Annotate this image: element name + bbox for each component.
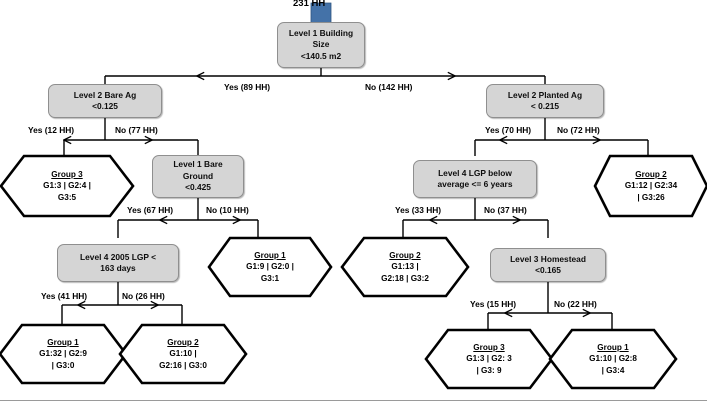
leaf-title: Group 2 <box>167 338 199 348</box>
edge-label-lgp-below-avg-yes: Yes (33 HH) <box>395 205 442 215</box>
node-level4-2005-lgp[interactable]: Level 4 2005 LGP < 163 days <box>57 244 179 282</box>
node-line-1: Level 4 2005 LGP < <box>80 251 156 262</box>
node-line-1: Level 4 LGP below <box>438 167 512 178</box>
bottom-divider <box>0 400 707 401</box>
node-level1-building-size[interactable]: Level 1 Building Size <140.5 m2 <box>277 22 365 68</box>
node-line-1: Level 2 Planted Ag <box>507 89 583 100</box>
edge-root-split <box>104 68 546 84</box>
node-line-3: <140.5 m2 <box>300 50 342 61</box>
leaf-title: Group 1 <box>254 251 286 261</box>
edge-label-root-no: No (142 HH) <box>365 82 413 92</box>
edge-bare-ag-split <box>64 118 199 156</box>
node-level4-lgp-below-average[interactable]: Level 4 LGP below average <= 6 years <box>413 160 537 198</box>
node-line-2: 163 days <box>100 263 136 273</box>
edge-label-planted-ag-no: No (72 HH) <box>557 125 600 135</box>
leaf-values-line-2: G2:18 | G3:2 <box>381 273 429 283</box>
node-line-2: Ground <box>182 170 214 181</box>
edge-label-bare-ground-yes: Yes (67 HH) <box>127 205 174 215</box>
node-level1-bare-ground[interactable]: Level 1 Bare Ground <0.425 <box>152 155 244 198</box>
node-line-3: <0.425 <box>185 182 211 193</box>
leaf-group1-lgp2005-yes[interactable]: Group 1 G1:32 | G2:9 | G3:0 <box>0 325 126 383</box>
node-line-2: <0.165 <box>535 265 561 275</box>
leaf-group2-lgp-below-avg-yes[interactable]: Group 2 G1:13 | G2:18 | G3:2 <box>342 238 468 296</box>
leaf-values-line-1: G1:9 | G2:0 | <box>246 262 294 272</box>
leaf-values-line-2: G3:1 <box>260 273 280 283</box>
leaf-hexagons <box>0 154 707 390</box>
edge-lgp-below-avg-split <box>402 198 549 238</box>
edge-bare-ground-split <box>117 198 259 238</box>
leaf-group3-homestead-yes[interactable]: Group 3 G1:3 | G2: 3 | G3: 9 <box>426 330 552 388</box>
leaf-title: Group 3 <box>51 170 83 180</box>
node-line-2: < 0.215 <box>530 101 560 111</box>
leaf-title: Group 1 <box>47 338 79 348</box>
edge-label-homestead-no: No (22 HH) <box>554 299 597 309</box>
leaf-values-line-1: G1:10 | <box>169 349 197 359</box>
edge-homestead-split <box>487 282 613 330</box>
node-line-1: Level 3 Homestead <box>510 253 586 264</box>
leaf-values-line-1: G1:12 | G2:34 <box>624 181 678 191</box>
leaf-values-line-2: | G3:26 <box>637 192 665 202</box>
leaf-values-line-1: G1:10 | G2:8 <box>589 354 637 364</box>
leaf-values-line-2: G2:16 | G3:0 <box>159 360 207 370</box>
leaf-group2-lgp2005-no[interactable]: Group 2 G1:10 | G2:16 | G3:0 <box>120 325 246 383</box>
edge-label-bare-ag-yes: Yes (12 HH) <box>28 125 75 135</box>
edge-label-lgp-below-avg-no: No (37 HH) <box>484 205 527 215</box>
leaf-values-line-1: G1:13 | <box>391 262 419 272</box>
leaf-group3-bare-ag-yes[interactable]: Group 3 G1:3 | G2:4 | G3:5 <box>1 156 133 216</box>
leaf-title: Group 2 <box>389 251 421 261</box>
leaf-title: Group 3 <box>473 343 505 353</box>
node-line-2: Size <box>312 39 330 50</box>
edge-label-root-yes: Yes (89 HH) <box>224 82 271 92</box>
node-line-2: <0.125 <box>92 101 118 111</box>
leaf-title: Group 1 <box>597 343 629 353</box>
leaf-values-line-2: | G3: 9 <box>476 365 502 375</box>
node-level2-planted-ag[interactable]: Level 2 Planted Ag < 0.215 <box>486 84 604 118</box>
edge-label-bare-ag-no: No (77 HH) <box>115 125 158 135</box>
edge-lgp-2005-split <box>61 282 183 325</box>
node-line-1: Level 2 Bare Ag <box>73 89 137 100</box>
node-line-1: Level 1 Building <box>288 27 354 38</box>
leaf-values-line-2: | G3:4 <box>601 365 625 375</box>
edge-label-lgp2005-no: No (26 HH) <box>122 291 165 301</box>
leaf-values-line-2: | G3:0 <box>51 360 75 370</box>
leaf-group1-bare-ground-no[interactable]: Group 1 G1:9 | G2:0 | G3:1 <box>209 238 331 296</box>
leaf-group1-homestead-no[interactable]: Group 1 G1:10 | G2:8 | G3:4 <box>550 330 676 388</box>
edge-label-homestead-yes: Yes (15 HH) <box>470 299 517 309</box>
leaf-values-line-1: G1:3 | G2: 3 <box>466 354 512 364</box>
leaf-title: Group 2 <box>635 170 667 180</box>
edge-planted-ag-split <box>474 118 649 156</box>
root-household-count: 231 HH <box>293 0 326 9</box>
leaf-group2-planted-ag-no[interactable]: Group 2 G1:12 | G2:34 | G3:26 <box>595 156 707 216</box>
edge-label-lgp2005-yes: Yes (41 HH) <box>41 291 88 301</box>
leaf-values-line-2: G3:5 <box>57 192 77 202</box>
node-line-1: Level 1 Bare <box>173 159 223 170</box>
leaf-values-line-1: G1:3 | G2:4 | <box>43 181 91 191</box>
leaf-values-line-1: G1:32 | G2:9 <box>39 349 87 359</box>
node-level3-homestead[interactable]: Level 3 Homestead <0.165 <box>490 248 606 282</box>
node-level2-bare-ag[interactable]: Level 2 Bare Ag <0.125 <box>48 84 162 118</box>
node-line-2: average <= 6 years <box>437 179 513 189</box>
edge-label-planted-ag-yes: Yes (70 HH) <box>485 125 532 135</box>
edge-label-bare-ground-no: No (10 HH) <box>206 205 249 215</box>
